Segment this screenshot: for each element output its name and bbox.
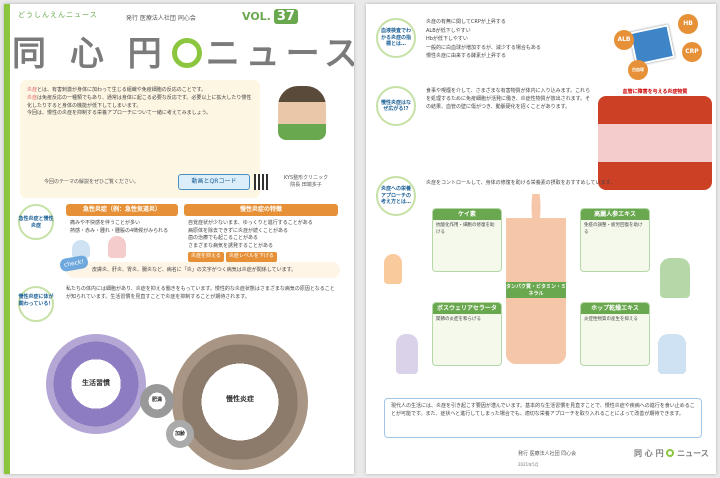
illustration-person [384, 254, 402, 284]
footer-publisher: 発行 医療法人社団 同心会 [518, 451, 577, 457]
intro-line-2: は免疫反応の一種類でもあり、通常は身体に起こる必要な反応です。必要以上に拡大した… [27, 94, 252, 109]
gear-small-illustration [140, 384, 174, 418]
volume: VOL.37 [242, 9, 298, 24]
illustration-person [108, 236, 126, 258]
closing-text: 現代人の生活には、炎症を引き起こす要因が潜んでいます。基本的な生活習慣を見直すこ… [384, 398, 702, 438]
intro-line-1: とは、有害刺激が身体に加わって生じる組織や免疫細胞の反応のことです。 [37, 87, 207, 93]
volume-number: 37 [273, 9, 298, 24]
section-why-spread-label: 慢性炎症はなぜ広がる!? [376, 86, 416, 126]
intro-highlight-1: 炎症 [27, 87, 38, 93]
nutrient-name: 高麗人参エキス [581, 209, 649, 220]
nutrient-card: ケイ素 抗酸化作用・細胞の修復を助ける [432, 208, 502, 272]
marker-badge: HB [678, 14, 698, 34]
doctor-name: 院長 田端多子 [290, 182, 322, 188]
nutrient-name: ケイ素 [433, 209, 501, 220]
footer-masthead-b: ニュース [677, 449, 709, 458]
masthead-title: 同 心 円ニュース [12, 26, 354, 75]
blood-vessel-illustration [598, 96, 712, 190]
masthead-kana: どうしんえんニュース [18, 11, 98, 19]
gear-chronic-illustration [172, 334, 308, 470]
marker-badge: 白血球 [628, 60, 648, 80]
nutrition-intro: 炎症をコントロールして、身体の修復を助ける栄養素の摂取をおすすめしています。 [426, 180, 615, 186]
nutrient-body: 免疫の調整・疲労回復を助ける [584, 223, 643, 235]
nutrient-center-label: タンパク質・ビタミン・ミネラル [506, 282, 567, 298]
nutrient-card: ボスウェリアセラータ 関節の炎症を和らげる [432, 302, 502, 366]
section-acute-chronic-label: 急性炎症と慢性炎症 [18, 216, 54, 229]
intro-box: 炎症とは、有害刺激が身体に加わって生じる組織や免疫細胞の反応のことです。 炎症は… [20, 80, 260, 198]
nutrient-card: 高麗人参エキス 免疫の調整・疲労回復を助ける [580, 208, 650, 272]
newsletter-page-right: 血液検査でわかる炎症の指標とは… 炎症の有無に関してCRPが上昇する ALBが低… [366, 4, 716, 474]
nutrient-body: 関節の炎症を和らげる [436, 317, 481, 322]
illustration-person [396, 334, 418, 374]
check-note: 皮膚炎、肝炎、胃炎、腸炎など、病名に「炎」の文字がつく病気は炎症が関係しています… [66, 262, 340, 278]
publisher: 発行 医療法人社団 同心会 [126, 15, 196, 22]
footer-masthead: 同 心 円 ニュース [634, 448, 709, 459]
gear-section-text: 私たちの体内には細胞があり、炎症を抑える働きをもっています。慢性的な炎症状態はさ… [66, 286, 335, 300]
section-badge-circle [18, 286, 54, 322]
masthead-part-b: ニュース [205, 34, 354, 74]
section-chronic-label: 慢性炎症に体が関わっている！ [18, 294, 54, 307]
gear-left-label: 生活習慣 [82, 379, 110, 387]
gear-right-label: 慢性炎症 [226, 395, 254, 403]
chronic-item: 歯の治療でも起こることがある [188, 235, 259, 241]
marker-badge: ALB [614, 30, 634, 50]
acute-header: 急性炎症（例：急性気道炎） [66, 204, 178, 216]
tag: 炎症レベルを下げる [225, 252, 277, 262]
video-qr-button[interactable]: 動画とQRコード [178, 174, 250, 190]
chronic-item: さまざまな病気を誘発することがある [188, 242, 274, 249]
blood-test-item: 慢性炎症に由来する酵素が上昇する [426, 53, 507, 59]
gear-small-illustration [166, 420, 194, 448]
nutrient-body: 抗酸化作用・細胞の修復を助ける [436, 223, 495, 235]
acute-item: 熱感・赤み・腫れ・腫脹の4徴候がみられる [70, 227, 169, 234]
gear-small-label: 肥満 [151, 397, 162, 403]
chronic-list: 自覚症状が少ないまま、ゆっくりと進行することがある 病原体を除去できずに炎症が続… [188, 220, 338, 262]
gear-lifestyle-illustration [46, 334, 146, 434]
nutrient-body: 炎症性物質の産生を抑える [584, 317, 638, 322]
acute-list: 痛みや不快感を伴うことが多い 熱感・赤み・腫れ・腫脹の4徴候がみられる [70, 220, 178, 235]
video-hint: 今回のテーマの解説をぜひご覧ください。 [44, 179, 140, 185]
chronic-item: 病原体を除去できずに炎症が続くことがある [188, 227, 289, 234]
illustration-person [72, 240, 90, 258]
blood-test-item: 炎症の有無に関してCRPが上昇する [426, 19, 506, 25]
footer-date: 2021年5月 [518, 462, 539, 467]
acute-item: 痛みや不快感を伴うことが多い [70, 220, 141, 226]
nutrient-card: ホップ乾燥エキス 炎症性物質の産生を抑える [580, 302, 650, 366]
intro-highlight-2: 炎症 [27, 94, 38, 101]
volume-label: VOL. [242, 10, 271, 23]
masthead-part-a: 同 心 円 [12, 34, 168, 74]
blood-test-item: 一般的に白血球が増加するが、減少する場合もある [426, 44, 541, 51]
human-body-illustration [506, 194, 566, 364]
intro-line-3: 今回は、慢性の炎症を抑制する栄養アプローチについて一緒に考えてみましょう。 [27, 110, 212, 117]
circle-logo-icon [666, 449, 675, 457]
spread-text: 食事や喫煙を介して、さまざまな有害物質が体内に入り込みます。これらを処理するため… [426, 88, 591, 110]
newsletter-page-left: どうしんえんニュース 発行 医療法人社団 同心会 VOL.37 同 心 円ニュー… [4, 4, 354, 474]
section-badge-circle [18, 204, 54, 240]
gear-small-label: 加齢 [174, 431, 185, 437]
blood-test-item: Hbが低下しやすい [426, 36, 468, 42]
chronic-item: 自覚症状が少ないまま、ゆっくりと進行することがある [188, 220, 313, 226]
green-side-bar [4, 4, 10, 474]
nutrient-name: ボスウェリアセラータ [433, 303, 501, 314]
blood-test-item: ALBが低下しやすい [426, 27, 471, 34]
doctor-portrait [278, 86, 326, 140]
doctor-credit: KYS整形クリニック 院長 田端多子 [266, 174, 346, 188]
blood-test-list: 炎症の有無に関してCRPが上昇する ALBが低下しやすい Hbが低下しやすい 一… [426, 18, 616, 61]
vessel-title: 血管に障害を与える炎症物質 [622, 89, 688, 95]
marker-badge: CRP [682, 42, 702, 62]
tag: 炎症を抑える [188, 252, 224, 262]
nutrient-name: ホップ乾燥エキス [581, 303, 649, 314]
illustration-person [660, 258, 690, 298]
chronic-header: 慢性炎症の特徴 [184, 204, 338, 216]
qr-code-icon[interactable] [254, 174, 270, 190]
circle-logo-icon [171, 38, 202, 68]
illustration-person [658, 334, 686, 374]
footer-masthead-a: 同 心 円 [634, 449, 664, 458]
section-nutrition-label: 炎症への栄養アプローチの考え方とは… [376, 176, 416, 216]
clinic-name: KYS整形クリニック [283, 175, 329, 181]
section-blood-test-label: 血液検査でわかる炎症の指標とは… [376, 18, 416, 58]
